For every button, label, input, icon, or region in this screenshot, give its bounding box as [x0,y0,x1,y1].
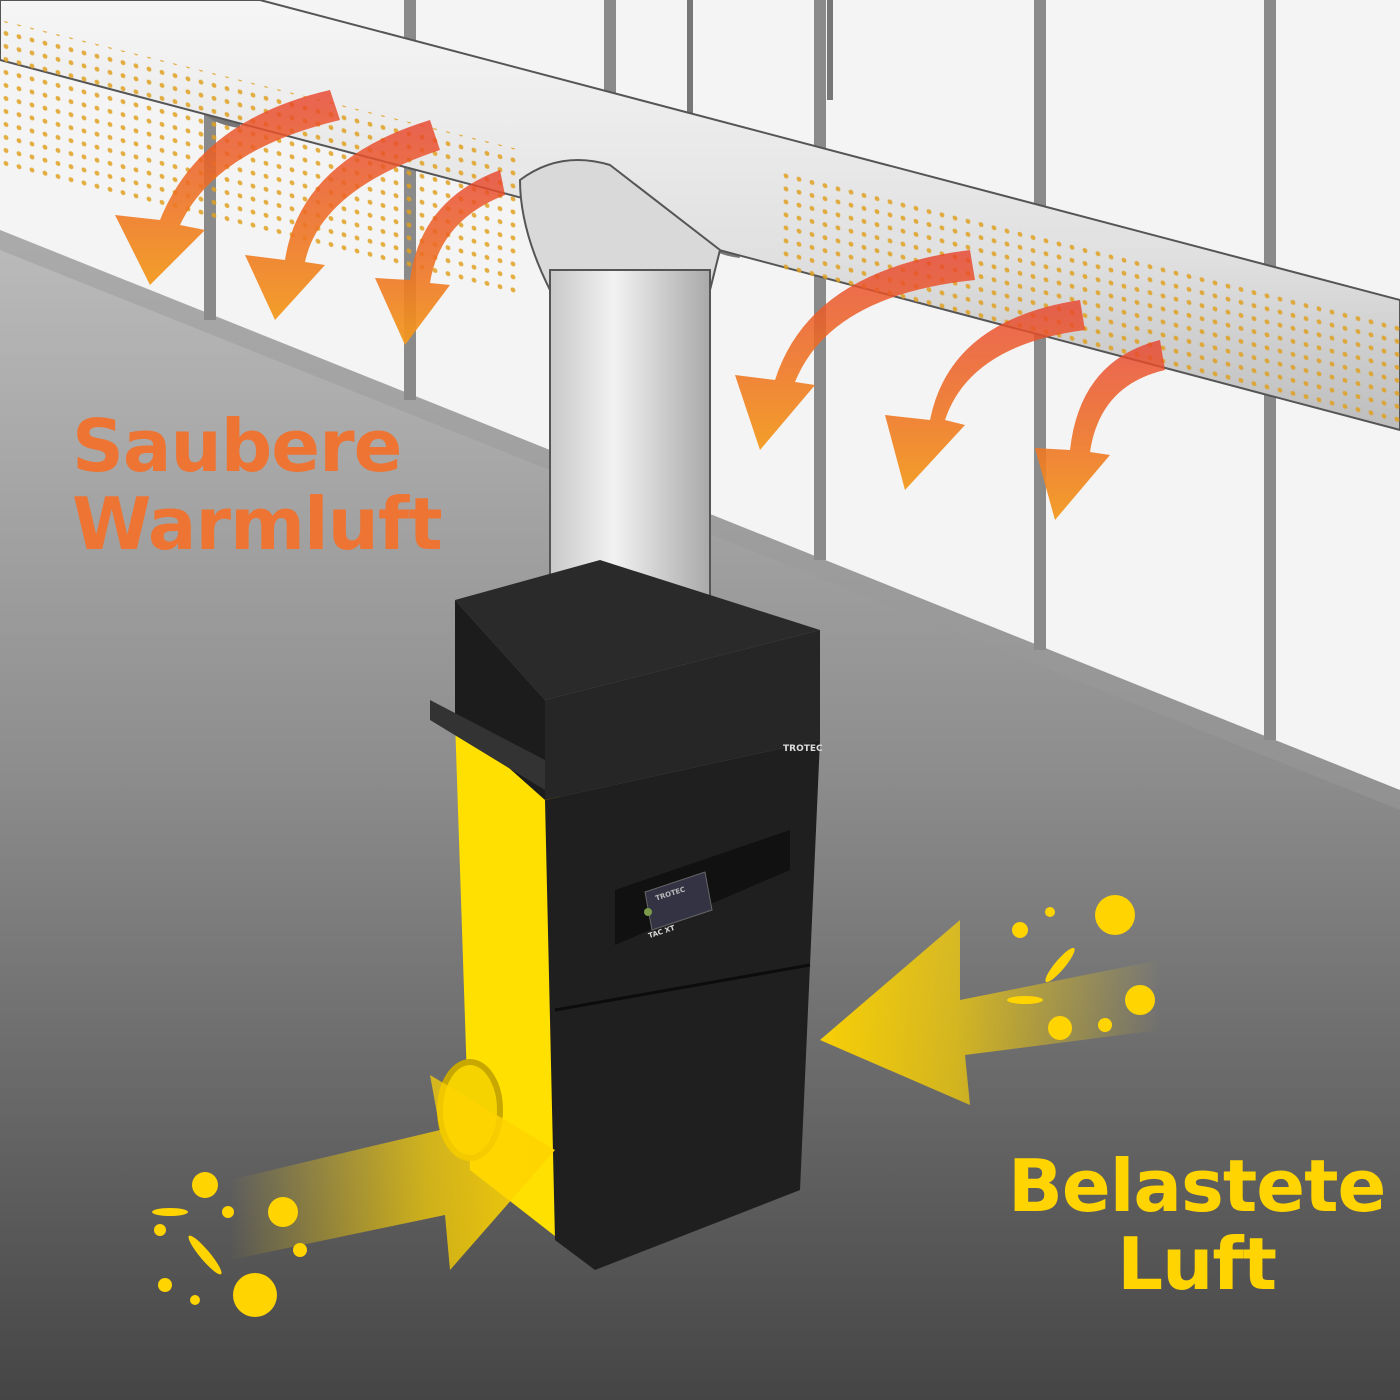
device-top-lid [455,560,820,700]
duct-perforation-right [780,164,1400,430]
orange-arrow-icon [115,90,340,285]
polluted-air-arrow-left [230,1075,555,1270]
bacteria-icon [1048,1016,1072,1040]
orange-arrow-icon [1035,340,1165,520]
particles-right [1007,895,1155,1040]
device-handle [430,700,545,790]
bacteria-icon [192,1172,218,1198]
particles-left [152,1172,307,1317]
air-cleaner-device [430,560,820,1270]
device-display [644,871,713,931]
orange-arrow-icon [735,250,975,450]
orange-arrow-icon [245,120,440,320]
clean-air-label-line2: Warmluft [72,482,443,566]
power-led [644,908,652,916]
polluted-air-label-line2: Luft [1117,1222,1277,1306]
device-divider [554,963,811,1012]
clean-air-arrows [115,90,1165,520]
virus-icon [233,1273,277,1317]
virus-icon [1095,895,1135,935]
orange-arrow-icon [375,170,505,345]
duct-perforation-left [0,20,520,300]
polluted-air-label-line1: Belastete [1008,1144,1386,1228]
polluted-air-label: Belastete Luft [1008,1144,1386,1306]
device-brand-logo: TROTEC [783,744,823,754]
orange-arrow-icon [885,300,1085,490]
clean-air-label-line1: Saubere [72,404,402,488]
clean-air-label: Saubere Warmluft [72,404,443,566]
polluted-air-arrow-right [820,920,1160,1105]
device-top-right [545,630,820,800]
